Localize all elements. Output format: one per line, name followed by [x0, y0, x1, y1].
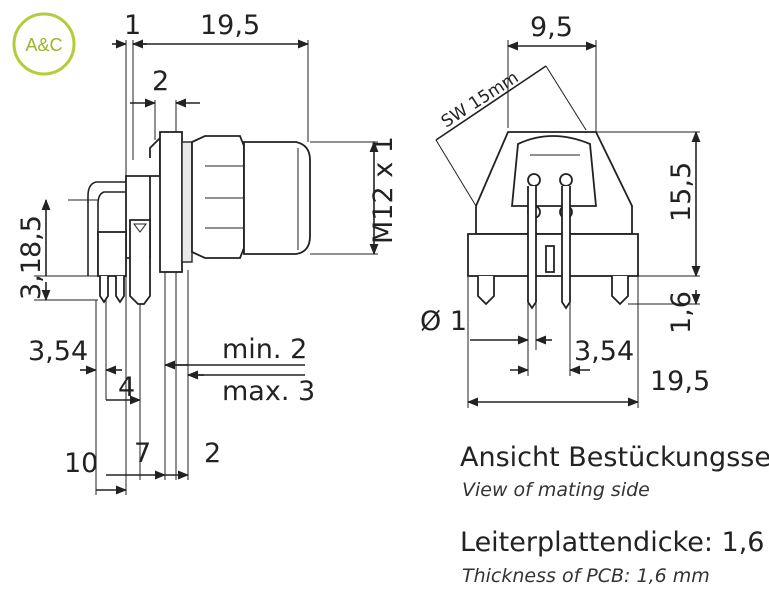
pin-front-1: [527, 186, 537, 310]
pin-front-2: [561, 186, 571, 310]
bent-pin-outer: [87, 181, 126, 276]
dim-label-19-5: 19,5: [200, 10, 260, 41]
dim-label-dia: Ø 1: [420, 306, 467, 337]
contact-1: [527, 173, 541, 187]
caption-view-de: Ansicht Bestückungsseite: [460, 442, 769, 473]
dim-label-1: 1: [124, 10, 141, 41]
dim-label-3-54-side: 3,54: [28, 336, 88, 367]
ext-line-sw-a: [435, 139, 477, 207]
pin-block: [97, 231, 127, 277]
fix-peg-right: [611, 276, 629, 306]
pin-marker: [133, 223, 147, 233]
thread-body: [243, 141, 311, 255]
dim-label-3-54-front: 3,54: [574, 336, 634, 367]
contact-2: [559, 173, 573, 187]
dim-label-9-5: 9,5: [530, 12, 573, 43]
hex-nut: [191, 135, 245, 259]
socket-face: [511, 135, 597, 207]
dim-line-sw: [435, 65, 547, 141]
ext-line-sw-b: [545, 65, 587, 131]
front-view: 9,5 SW 15mm 15,5 1,: [420, 12, 710, 408]
pin-lead-3: [129, 219, 151, 305]
pin-lead-1: [99, 276, 109, 304]
dim-label-1-6: 1,6: [666, 291, 697, 334]
caption-pcb-de: Leiterplattendicke: 1,6 mm: [460, 527, 769, 558]
dim-label-4: 4: [118, 372, 135, 403]
side-view: 1 19,5 2 M12 x 1 8,5 3,1 3,54 4 min. 2 m…: [16, 10, 399, 495]
dim-label-8-5: 8,5: [16, 215, 47, 258]
dim-label-10: 10: [64, 448, 98, 479]
logo-text: A&C: [25, 35, 62, 55]
dim-label-19-5-front: 19,5: [650, 366, 710, 397]
pin-front-center: [545, 245, 555, 273]
dim-label-thread: M12 x 1: [368, 136, 399, 244]
dim-label-max: max. 3: [222, 376, 315, 407]
caption-pcb-en: Thickness of PCB: 1,6 mm: [462, 565, 710, 587]
dim-label-min: min. 2: [222, 334, 307, 365]
panel-gap: [181, 141, 193, 263]
pin-lead-2: [115, 276, 125, 304]
dim-label-sw: SW 15mm: [438, 68, 522, 133]
brand-logo: A&C: [12, 12, 76, 76]
dim-label-7: 7: [134, 438, 151, 469]
logo-ring: [12, 12, 76, 76]
dim-label-2-top: 2: [152, 66, 169, 97]
caption-view-en: View of mating side: [462, 479, 650, 501]
captions: Ansicht Bestückungsseite View of mating …: [460, 442, 769, 587]
flange: [159, 131, 183, 273]
dim-label-2-bottom: 2: [204, 438, 221, 469]
dim-label-15-5: 15,5: [666, 162, 697, 222]
dim-label-3-1: 3,1: [16, 257, 47, 300]
bent-pin-inner: [97, 191, 126, 276]
fix-peg-left: [477, 276, 495, 306]
